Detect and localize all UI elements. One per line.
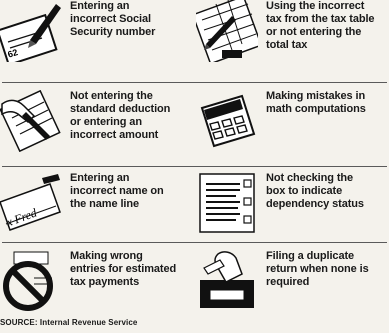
hand-writing-icon	[0, 90, 62, 152]
item-caption: Filing a duplicate return when none is r…	[266, 250, 369, 288]
pencil-on-table-icon	[196, 0, 258, 62]
hand-in-drawer-icon	[196, 250, 258, 312]
svg-text:62: 62	[6, 47, 19, 60]
item-standard-deduction: Not entering the standard deduction or e…	[0, 90, 194, 168]
calculator-icon	[196, 90, 258, 152]
name-tag-icon: x Fred	[0, 172, 62, 234]
item-ssn: 62 Entering an incorrect Social Security…	[0, 0, 194, 78]
item-caption: Entering an incorrect Social Security nu…	[70, 0, 156, 38]
item-caption: Not checking the box to indicate depende…	[266, 172, 364, 210]
row-divider	[2, 166, 387, 167]
item-caption: Not entering the standard deduction or e…	[70, 90, 171, 141]
item-caption: Making mistakes in math computations	[266, 90, 366, 115]
pencil-on-card-icon: 62	[0, 0, 62, 62]
item-caption: Using the incorrect tax from the tax tab…	[266, 0, 375, 51]
item-tax-table: Using the incorrect tax from the tax tab…	[196, 0, 389, 78]
row-divider	[2, 242, 387, 243]
item-caption: Making wrong entries for estimated tax p…	[70, 250, 177, 288]
item-estimated: Making wrong entries for estimated tax p…	[0, 250, 194, 328]
item-caption: Entering an incorrect name on the name l…	[70, 172, 164, 210]
item-dependency: Not checking the box to indicate depende…	[196, 172, 389, 250]
source-credit: SOURCE: Internal Revenue Service	[0, 318, 138, 327]
checkbox-form-icon	[196, 172, 258, 234]
row-divider	[2, 82, 387, 83]
item-duplicate: Filing a duplicate return when none is r…	[196, 250, 389, 328]
prohibited-icon	[0, 250, 62, 312]
item-math: Making mistakes in math computations	[196, 90, 389, 168]
item-name-line: x Fred Entering an incorrect name on the…	[0, 172, 194, 250]
